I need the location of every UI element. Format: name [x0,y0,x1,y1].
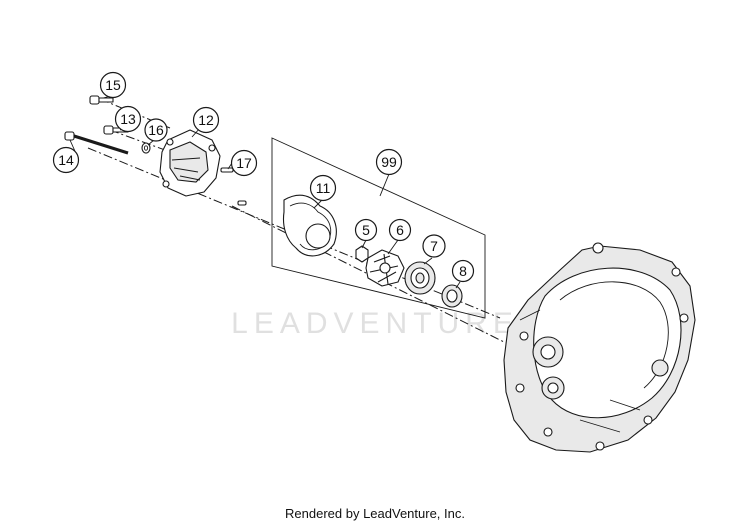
callout-13-label: 13 [120,111,136,127]
shaft-seal-8 [441,284,463,308]
washer-16 [141,142,151,154]
bolt-15 [89,95,114,105]
callout-15[interactable]: 15 [99,71,127,99]
callout-11[interactable]: 11 [309,174,337,202]
water-pump-cover-12 [159,129,221,197]
impeller-6 [365,249,405,287]
callout-5-label: 5 [362,222,370,238]
callout-14[interactable]: 14 [52,146,80,174]
leader-7 [423,257,433,265]
bolt-14 [64,131,129,155]
clutch-cover-case [503,242,696,453]
callout-99-label: 99 [381,154,397,170]
callout-6[interactable]: 6 [388,218,412,242]
callout-99[interactable]: 99 [375,148,403,176]
leader-5 [361,239,367,249]
footer-credit: Rendered by LeadVenture, Inc. [285,506,465,521]
callout-12[interactable]: 12 [192,106,220,134]
kit-outline [271,137,486,319]
callout-8-label: 8 [459,263,467,279]
leader-99 [379,173,390,197]
callout-12-label: 12 [198,112,214,128]
callout-6-label: 6 [396,222,404,238]
callout-17-label: 17 [236,155,252,171]
callout-16-label: 16 [148,122,164,138]
callout-16[interactable]: 16 [144,118,168,142]
seal-housing-7 [404,261,436,295]
leader-8 [455,281,461,289]
gasket-11 [282,194,337,257]
leader-6 [387,239,399,255]
dowel-pin-17 [220,167,247,206]
callout-5[interactable]: 5 [354,218,378,242]
impeller-screw-5 [355,245,369,263]
watermark-text: LEADVENTURE [231,307,519,340]
callout-7[interactable]: 7 [422,234,446,258]
callout-8[interactable]: 8 [451,259,475,283]
callout-17[interactable]: 17 [230,149,258,177]
callout-13[interactable]: 13 [114,105,142,133]
axis-line-bolt13 [109,129,166,151]
callout-11-label: 11 [316,180,331,196]
callout-7-label: 7 [430,238,438,254]
callout-14-label: 14 [58,152,74,168]
callout-15-label: 15 [105,77,121,93]
leader-11 [313,199,323,209]
